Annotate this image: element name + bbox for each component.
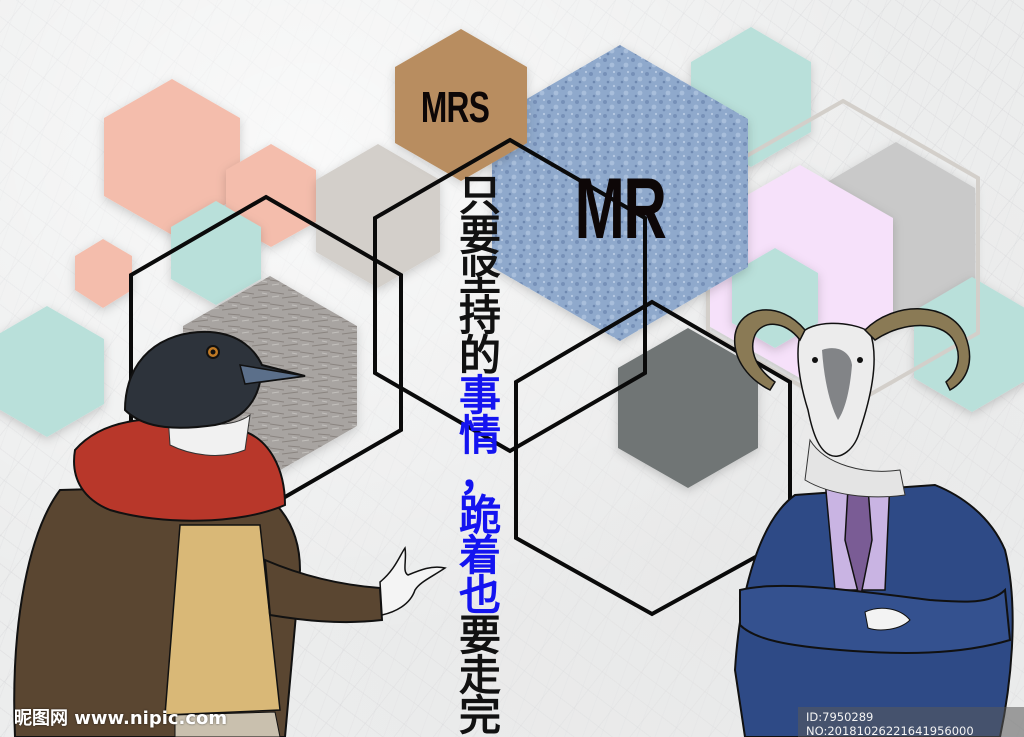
ram-neck: [804, 438, 906, 498]
slogan-char-highlight: 事: [458, 371, 501, 420]
hex-outline-center: [373, 137, 647, 454]
slogan-char: 坚: [458, 251, 501, 300]
slogan-char-highlight: 情: [458, 411, 501, 460]
slogan-char: 要: [458, 211, 501, 260]
ram-eye-right: [857, 357, 863, 363]
slogan-char: 的: [458, 331, 501, 380]
mr-label: MR: [574, 161, 667, 257]
hex-mint-far-right: [914, 277, 1024, 412]
slogan-char-highlight: 跪: [458, 491, 501, 540]
magpie-sweater: [164, 524, 281, 716]
slogan-char: 走: [458, 651, 501, 700]
magpie-trousers: [174, 711, 281, 737]
slogan-char: 持: [458, 291, 501, 340]
vertical-slogan: 只 要 坚 持 的 事 情 ， 跪 着 也 要 走 完: [452, 171, 508, 737]
magpie-beak: [238, 364, 306, 385]
slogan-char: 完: [458, 691, 501, 737]
hex-mint-small-left: [171, 201, 261, 305]
slogan-char: 只: [458, 171, 501, 220]
hex-outline-bottom: [514, 299, 792, 617]
site-watermark: 昵图网 www.nipic.com: [14, 708, 228, 729]
hex-mint-edge-left: [0, 306, 104, 437]
slogan-char-highlight: 也: [458, 571, 501, 620]
ram-hand: [864, 607, 911, 631]
hex-slate: [618, 328, 758, 488]
magpie-head: [123, 330, 306, 429]
hex-peach-small: [75, 239, 132, 308]
hex-peach-large: [104, 79, 240, 235]
ram-horn-right: [863, 308, 971, 392]
ram-face-marking: [822, 348, 852, 420]
hex-blue-stone: [492, 45, 748, 341]
ram-character-illustration: [733, 308, 1014, 737]
magpie-character-illustration: [13, 330, 447, 737]
magpie-arm: [263, 558, 384, 624]
hex-brown-mrs: [395, 29, 527, 181]
ram-eye-left: [812, 357, 818, 363]
ram-horn-left: [734, 309, 806, 391]
mrs-label: MRS: [420, 83, 490, 132]
magpie-gloved-hand: [379, 546, 447, 616]
slogan-char: 要: [458, 611, 501, 660]
slogan-char-highlight: 着: [458, 531, 501, 580]
slogan-comma: ，: [458, 451, 501, 500]
image-id-watermark: ID:7950289 NO:20181026221641956000: [798, 707, 1024, 737]
